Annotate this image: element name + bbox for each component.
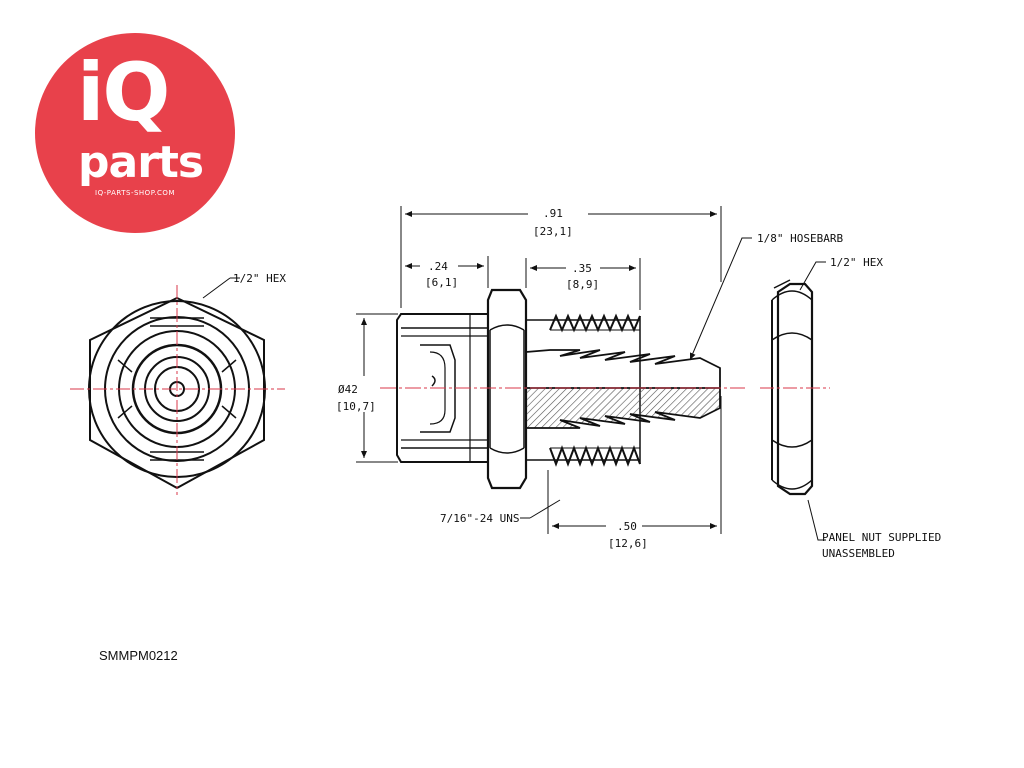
dim-overall-mm: [23,1] [533,225,573,238]
dim-body-in: .24 [428,260,448,273]
dim-body-mm: [6,1] [425,276,458,289]
dim-overall [400,206,722,308]
dim-diameter [356,313,398,463]
part-number: SMMPM0212 [99,648,178,663]
dim-dia-mm: [10,7] [336,400,376,413]
iq-parts-logo: iQ parts IQ-PARTS-SHOP.COM [35,33,235,233]
logo-brand-bottom: parts [78,137,204,188]
label-hosebarb: 1/8" HOSEBARB [757,232,843,245]
panel-nut [771,279,814,496]
nut-leaders [799,261,826,541]
label-panel-nut-2: UNASSEMBLED [822,547,895,560]
dim-barb-in: .50 [617,520,637,533]
dim-thread [525,258,641,310]
dim-dia-in: Ø42 [338,383,358,396]
dim-thread-in: .35 [572,262,592,275]
dim-thread-mm: [8,9] [566,278,599,291]
logo-url: IQ-PARTS-SHOP.COM [95,189,175,197]
dim-body [405,256,489,288]
leaders [520,237,752,519]
label-thread: 7/16"-24 UNS [440,512,519,525]
dim-overall-in: .91 [543,207,563,220]
logo-brand-top: iQ [77,46,170,139]
dim-barb [547,396,722,534]
dim-barb-mm: [12,6] [608,537,648,550]
label-panel-nut-1: PANEL NUT SUPPLIED [822,531,941,544]
side-view [396,288,721,490]
end-view [70,277,285,495]
label-hex-left: 1/2" HEX [233,272,286,285]
label-hex-right: 1/2" HEX [830,256,883,269]
